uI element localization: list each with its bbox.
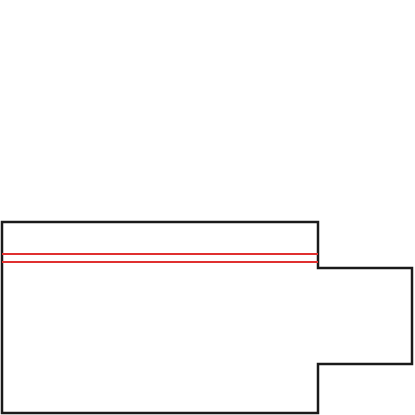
main-body-with-tab-outline bbox=[0, 220, 414, 415]
